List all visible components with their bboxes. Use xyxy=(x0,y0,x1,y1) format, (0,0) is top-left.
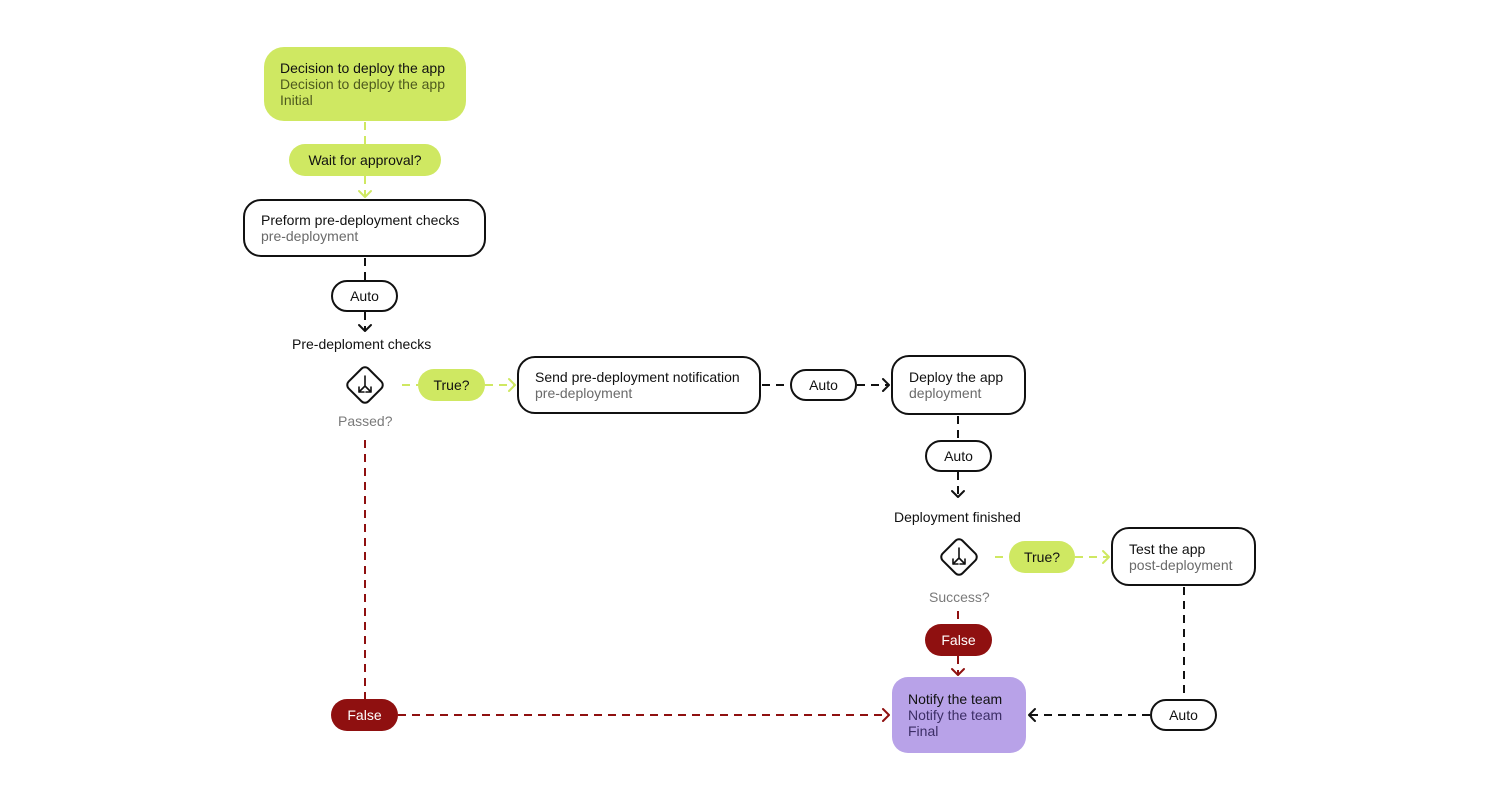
node-subtitle: Notify the team xyxy=(908,707,1003,723)
decision-label: Pre-deploment checks xyxy=(292,336,432,352)
transition-true[interactable]: True? xyxy=(1009,541,1075,573)
arrowhead-icon xyxy=(1028,708,1036,722)
arrowhead-icon xyxy=(508,378,516,392)
transition-false[interactable]: False xyxy=(925,624,992,656)
arrowhead-icon xyxy=(882,378,890,392)
node-subtitle: Decision to deploy the app xyxy=(280,76,445,92)
node-tag: Initial xyxy=(280,92,313,108)
node-subtitle: post-deployment xyxy=(1129,556,1233,573)
node-pre-deployment-checks[interactable]: Preform pre-deployment checks pre-deploy… xyxy=(243,199,486,257)
node-test-the-app[interactable]: Test the app post-deployment xyxy=(1111,527,1256,586)
node-title: Send pre-deployment notification xyxy=(535,369,740,385)
node-title: Preform pre-deployment checks xyxy=(261,212,460,228)
transition-true[interactable]: True? xyxy=(418,369,485,401)
split-arrow-icon[interactable] xyxy=(936,534,982,580)
transition-auto[interactable]: Auto xyxy=(331,280,398,312)
decision-question: Success? xyxy=(929,589,990,605)
node-title: Decision to deploy the app xyxy=(280,60,445,76)
arrowhead-icon xyxy=(951,668,965,676)
decision-label: Deployment finished xyxy=(894,509,1021,525)
node-send-pre-deployment-notification[interactable]: Send pre-deployment notification pre-dep… xyxy=(517,356,761,414)
transition-false[interactable]: False xyxy=(331,699,398,731)
node-decision-to-deploy[interactable]: Decision to deploy the app Decision to d… xyxy=(264,47,466,121)
node-subtitle: pre-deployment xyxy=(535,385,633,401)
arrowhead-icon xyxy=(951,490,965,498)
node-notify-the-team[interactable]: Notify the team Notify the team Final xyxy=(892,677,1026,753)
transition-wait-for-approval[interactable]: Wait for approval? xyxy=(289,144,441,176)
node-subtitle: pre-deployment xyxy=(261,228,359,244)
arrowhead-icon xyxy=(358,190,372,198)
arrowhead-icon xyxy=(1102,550,1110,564)
arrowhead-icon xyxy=(358,324,372,332)
node-deploy-the-app[interactable]: Deploy the app deployment xyxy=(891,355,1026,415)
transition-auto[interactable]: Auto xyxy=(790,369,857,401)
arrowhead-icon xyxy=(882,708,890,722)
node-subtitle: deployment xyxy=(909,385,982,401)
transition-auto[interactable]: Auto xyxy=(1150,699,1217,731)
split-arrow-icon[interactable] xyxy=(342,362,388,408)
node-title: Deploy the app xyxy=(909,369,1004,385)
transition-auto[interactable]: Auto xyxy=(925,440,992,472)
node-title: Notify the team xyxy=(908,691,1003,707)
node-tag: Final xyxy=(908,723,939,739)
node-title: Test the app xyxy=(1129,540,1206,557)
decision-question: Passed? xyxy=(338,413,393,429)
